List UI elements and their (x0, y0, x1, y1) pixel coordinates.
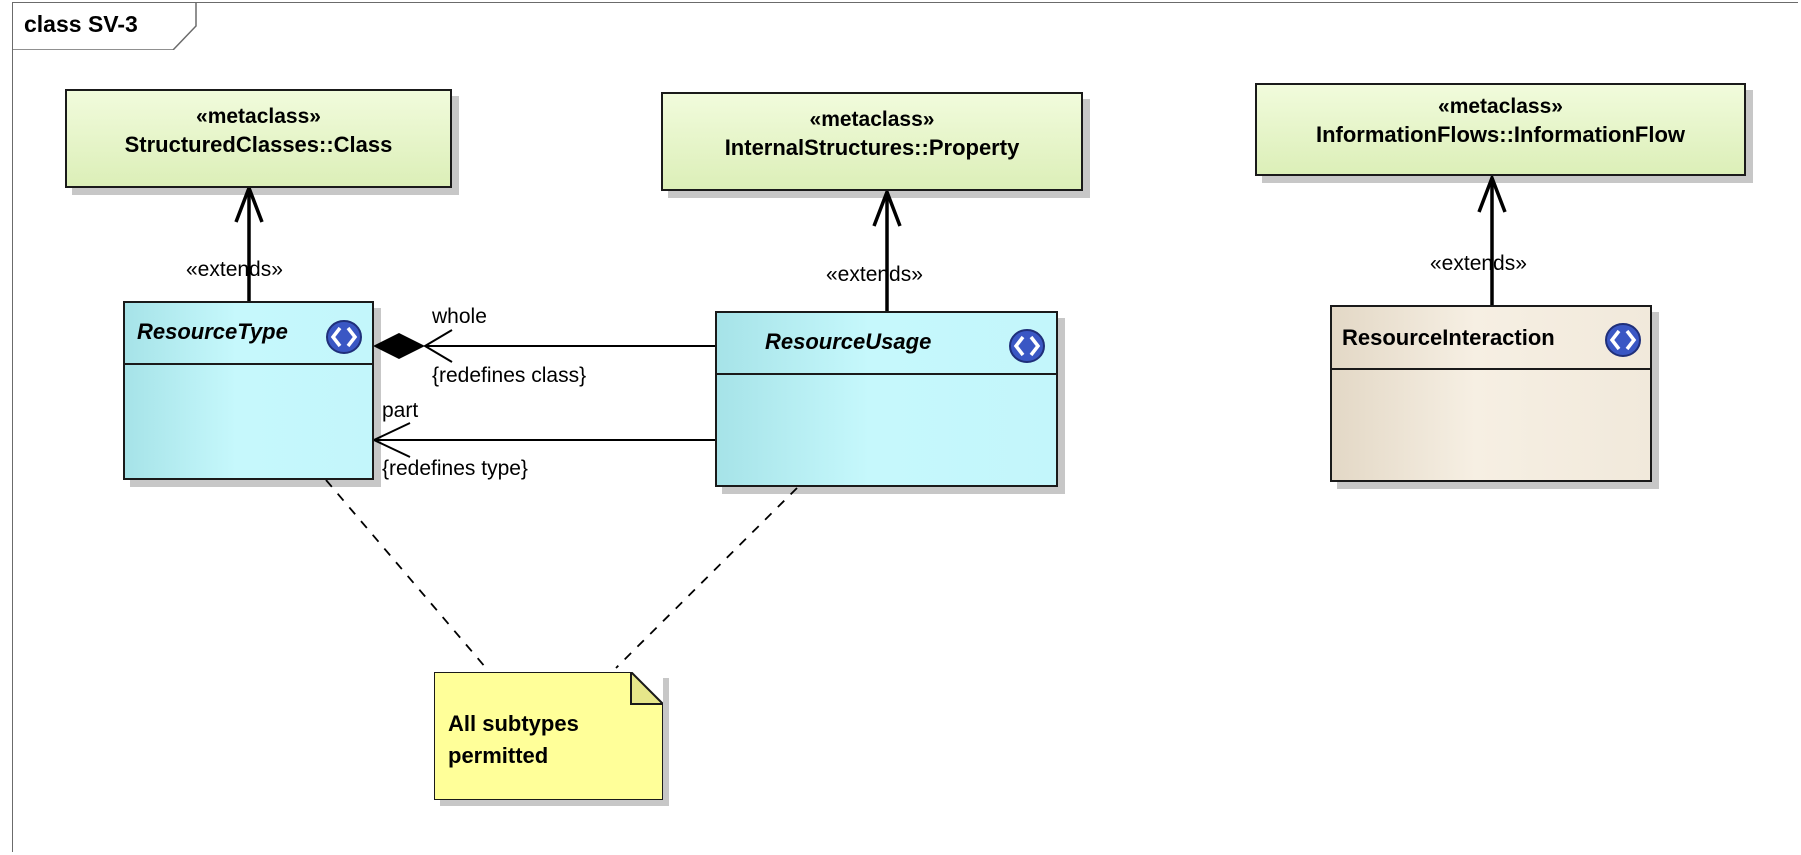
metaclass-structured-classes-class[interactable]: «metaclass» StructuredClasses::Class (65, 89, 452, 188)
association-role-whole: whole (432, 305, 487, 328)
metaclass-information-flows-information-flow[interactable]: «metaclass» InformationFlows::Informatio… (1255, 83, 1746, 176)
extends-label-resource-interaction: «extends» (1430, 252, 1527, 275)
class-name: ResourceType (137, 319, 288, 344)
class-name: ResourceInteraction (1342, 325, 1555, 350)
stereotype-icon (1009, 329, 1045, 363)
note-text: All subtypes permitted (448, 708, 648, 772)
class-header (1332, 307, 1650, 370)
frame-title: class SV-3 (24, 11, 138, 37)
class-header (717, 313, 1056, 375)
metaclass-stereotype: «metaclass» (196, 105, 321, 128)
extends-arrowhead-class (234, 183, 264, 223)
metaclass-name: InternalStructures::Property (724, 135, 1020, 160)
metaclass-stereotype: «metaclass» (809, 108, 935, 131)
metaclass-name: InformationFlows::InformationFlow (1315, 122, 1686, 147)
class-header (125, 303, 372, 365)
note-line: permitted (448, 743, 549, 768)
association-constraint-redefines-type: {redefines type} (382, 457, 528, 480)
class-resource-type[interactable]: ResourceType (123, 301, 374, 480)
class-name: ResourceUsage (765, 329, 932, 354)
association-whole-arrowhead (423, 329, 453, 363)
extends-arrowhead-property (872, 187, 902, 227)
composition-diamond (373, 333, 425, 359)
frame-tab (12, 2, 197, 50)
extends-arrowhead-information-flow (1477, 173, 1507, 213)
extends-label-resource-usage: «extends» (826, 263, 923, 286)
association-constraint-redefines-class: {redefines class} (432, 364, 587, 387)
note-anchor-resource-usage (615, 487, 798, 669)
metaclass-name: StructuredClasses::Class (124, 132, 393, 157)
note[interactable] (434, 672, 663, 800)
association-part-arrowhead (371, 422, 411, 458)
class-resource-interaction[interactable]: ResourceInteraction (1330, 305, 1652, 482)
stereotype-icon (1605, 323, 1641, 357)
note-anchor-resource-type (325, 479, 487, 669)
note-line: All subtypes (448, 711, 579, 736)
class-resource-usage[interactable]: ResourceUsage (715, 311, 1058, 487)
diagram-frame (12, 2, 1798, 852)
stereotype-icon (326, 320, 362, 354)
metaclass-stereotype: «metaclass» (1438, 95, 1563, 118)
extends-label-resource-type: «extends» (186, 258, 283, 281)
metaclass-internal-structures-property[interactable]: «metaclass» InternalStructures::Property (661, 92, 1083, 191)
association-role-part: part (382, 399, 419, 422)
